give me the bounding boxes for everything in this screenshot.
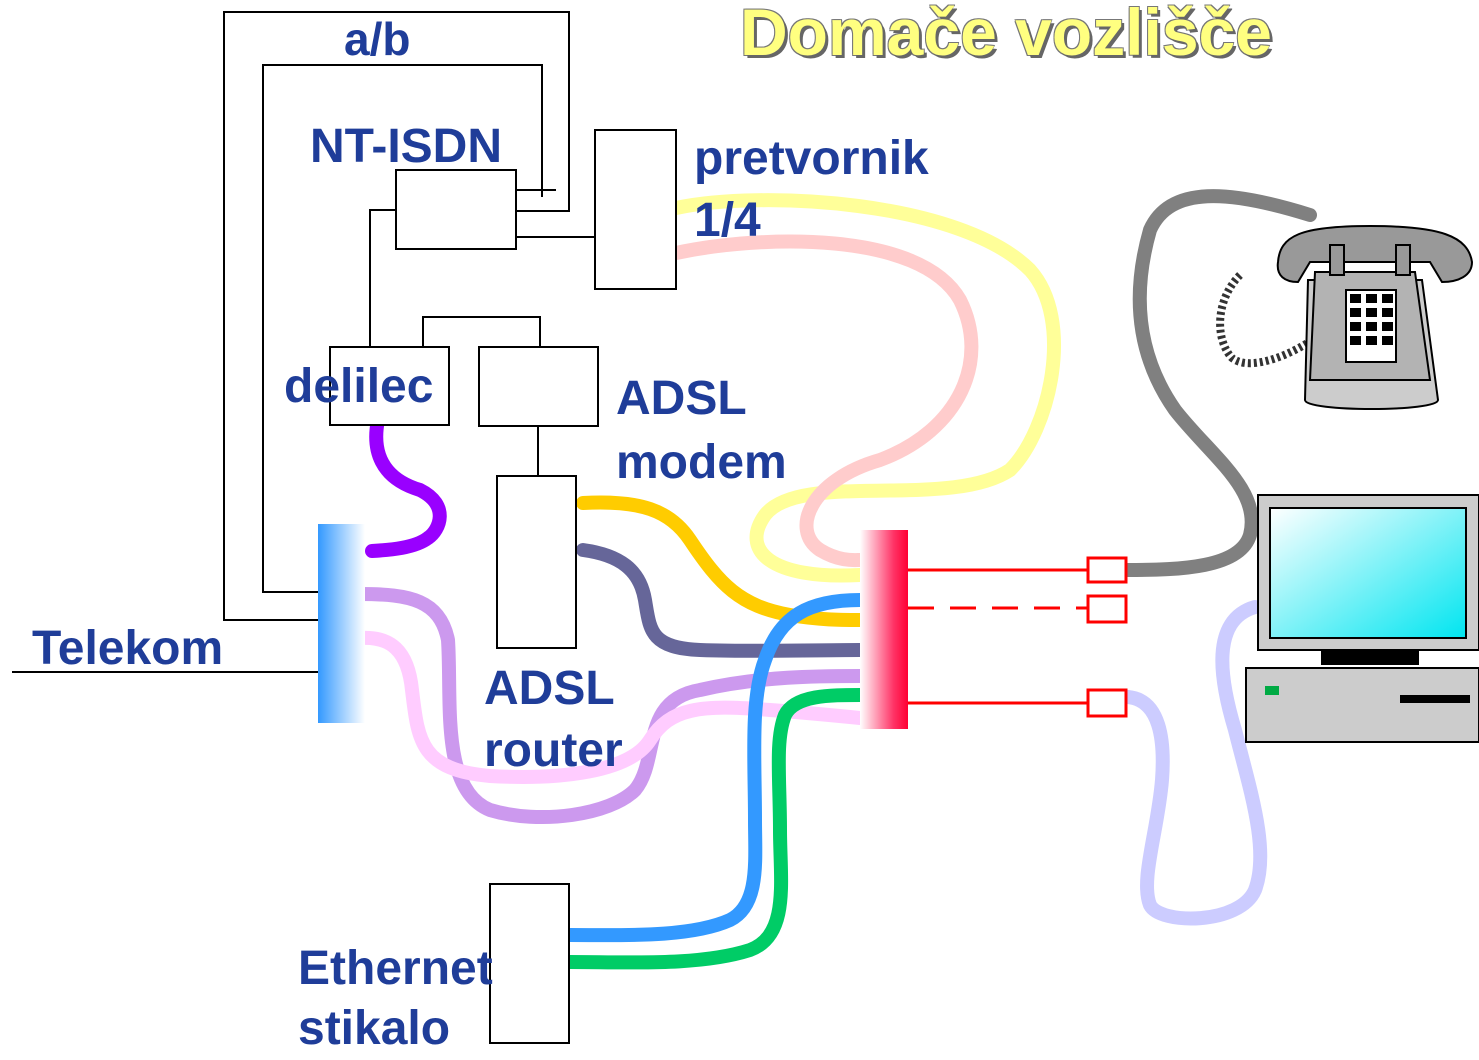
- cable-pink: [669, 234, 979, 568]
- cable-slate: [576, 543, 867, 658]
- cable-green: [563, 688, 867, 970]
- label-stikalo: stikalo: [298, 1002, 451, 1055]
- ethernet-switch-box: [489, 883, 570, 1044]
- label-delilec: delilec: [284, 360, 434, 413]
- wire-telekom-outer: [223, 11, 570, 621]
- socket-3: [1086, 688, 1128, 718]
- telephone-icon: [1216, 224, 1474, 410]
- cable-orange: [576, 495, 867, 627]
- cable-violet: [365, 413, 447, 558]
- cable-lilac: [353, 587, 867, 825]
- computer-icon: [1245, 494, 1479, 743]
- label-ethernet: Ethernet: [298, 942, 493, 995]
- patch-panel: [860, 530, 908, 729]
- adsl-modem-box: [478, 346, 599, 427]
- socket-1: [1086, 556, 1128, 584]
- label-ab: a/b: [344, 13, 411, 65]
- diagram-title: Domače vozlišče: [740, 0, 1272, 69]
- label-adsl-modem-1: ADSL: [616, 372, 747, 425]
- cable-grey: [1121, 189, 1317, 577]
- socket-2: [1086, 594, 1128, 624]
- label-adsl-router-1: ADSL: [484, 662, 615, 715]
- cable-blue: [563, 593, 867, 943]
- cable-yellow: [669, 193, 1061, 583]
- nt-isdn-box: [395, 169, 517, 250]
- label-nt-isdn: NT-ISDN: [310, 120, 502, 173]
- sockets: [908, 556, 1128, 718]
- wire-delilec-to-modem: [422, 316, 541, 356]
- pretvornik-box: [594, 129, 677, 290]
- adsl-router-box: [496, 475, 577, 649]
- wire-telekom-inner: [262, 64, 543, 593]
- label-telekom: Telekom: [32, 622, 224, 675]
- label-pretvornik-ratio: 1/4: [694, 194, 761, 247]
- cable-periwinkle: [1121, 600, 1268, 926]
- delilec-box: [329, 346, 450, 426]
- cables: [353, 189, 1317, 970]
- label-adsl-modem-2: modem: [616, 436, 787, 489]
- devices: [329, 129, 677, 1044]
- label-pretvornik: pretvornik: [694, 132, 929, 185]
- telekom-panel: [318, 524, 365, 723]
- cable-light-pink: [353, 630, 867, 784]
- label-adsl-router-2: router: [484, 724, 623, 777]
